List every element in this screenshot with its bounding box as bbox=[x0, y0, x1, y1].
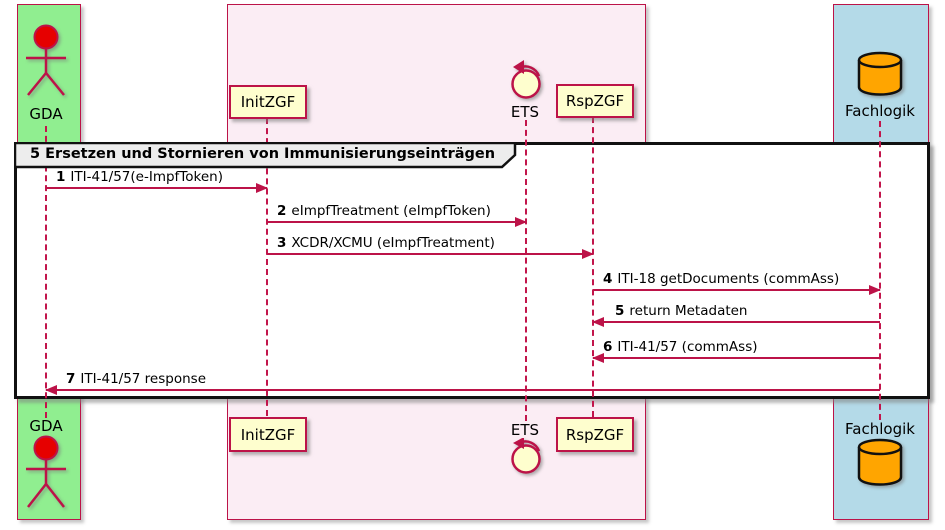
participant-rspzgf-top: RspZGF bbox=[556, 84, 634, 118]
participant-initzgf-bottom: InitZGF bbox=[229, 417, 307, 452]
lifeline-fachlogik bbox=[879, 121, 881, 420]
message-3-arrow bbox=[267, 249, 594, 259]
database-label-bottom: Fachlogik bbox=[845, 420, 915, 438]
lifeline-ets bbox=[525, 120, 527, 421]
actor-label-top: GDA bbox=[29, 105, 63, 123]
frame-title-tab bbox=[14, 142, 517, 169]
control-label-top: ETS bbox=[510, 103, 540, 121]
message-4-arrow bbox=[593, 285, 881, 295]
database-icon bbox=[857, 51, 903, 96]
lifeline-gda bbox=[45, 126, 47, 418]
control-icon-bottom bbox=[511, 438, 541, 474]
participant-rspzgf-bottom: RspZGF bbox=[556, 417, 634, 452]
message-6-arrow bbox=[592, 353, 880, 363]
participant-initzgf-top: InitZGF bbox=[229, 85, 307, 119]
frame-title: 5 Ersetzen und Stornieren von Immunisier… bbox=[30, 146, 496, 162]
database-label-top: Fachlogik bbox=[845, 102, 915, 120]
control-label-bottom: ETS bbox=[510, 421, 540, 439]
message-2-arrow bbox=[267, 217, 527, 227]
lifeline-initzgf bbox=[266, 118, 268, 416]
message-7-arrow bbox=[45, 385, 880, 395]
frame-border bbox=[14, 142, 930, 399]
lifeline-rspzgf bbox=[592, 117, 594, 417]
actor-label-bottom: GDA bbox=[29, 417, 63, 435]
actor-icon bbox=[26, 24, 66, 96]
message-1-arrow bbox=[46, 183, 268, 193]
message-5-arrow bbox=[592, 317, 880, 327]
database-icon-bottom bbox=[857, 438, 903, 486]
actor-icon-bottom bbox=[26, 435, 66, 508]
control-icon bbox=[511, 60, 541, 99]
